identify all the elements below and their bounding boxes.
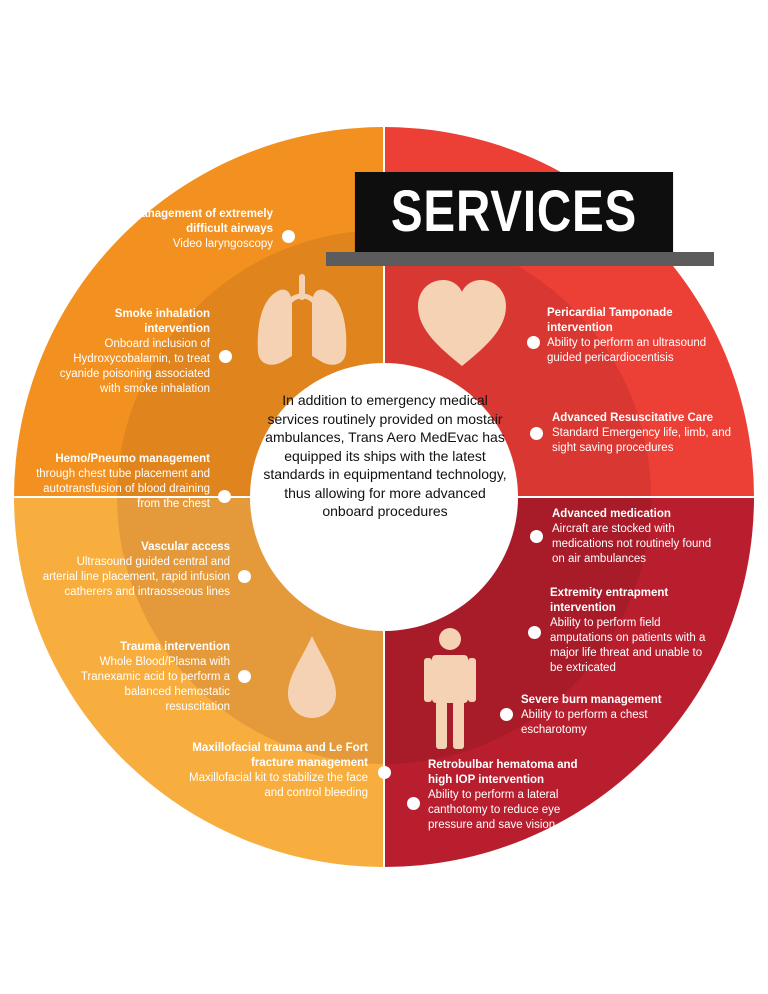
service-title: Pericardial Tamponade intervention [547, 307, 673, 334]
service-title: Retrobulbar hematoma and high IOP interv… [428, 759, 578, 786]
service-smoke: Smoke inhalation intervention Onboard in… [50, 307, 210, 397]
dot-medication [530, 530, 543, 543]
dot-maxillofacial [378, 766, 391, 779]
dot-extremity [528, 626, 541, 639]
service-title: Vascular access [141, 541, 230, 553]
service-desc: Ability to perform an ultrasound guided … [547, 337, 707, 364]
service-resuscitative: Advanced Resuscitative Care Standard Eme… [552, 411, 742, 456]
lungs-icon [257, 274, 347, 365]
service-retrobulbar: Retrobulbar hematoma and high IOP interv… [428, 758, 603, 833]
drop-icon [288, 636, 336, 718]
dot-resuscitative [530, 427, 543, 440]
service-title: Trauma intervention [120, 641, 230, 653]
service-title: Extremity entrapment intervention [550, 587, 669, 614]
service-title: Severe burn management [521, 694, 662, 706]
service-desc: Whole Blood/Plasma with Tranexamic acid … [80, 656, 230, 713]
service-title: Smoke inhalation intervention [114, 308, 210, 335]
dot-airways [282, 230, 295, 243]
service-title: Management of extremely difficult airway… [131, 208, 273, 235]
service-desc: Aircraft are stocked with medications no… [552, 523, 712, 565]
service-desc: Ability to perform a lateral canthotomy … [428, 789, 561, 831]
center-circle [250, 363, 518, 631]
service-title: Maxillofacial trauma and Le Fort fractur… [192, 742, 368, 769]
service-desc: Onboard inclusion of Hydroxycobalamin, t… [59, 338, 210, 395]
service-desc: through chest tube placement and autotra… [36, 468, 210, 510]
service-desc: Video laryngoscopy [172, 238, 273, 250]
service-pericardial: Pericardial Tamponade intervention Abili… [547, 306, 707, 366]
service-maxillofacial: Maxillofacial trauma and Le Fort fractur… [188, 741, 368, 801]
dot-retrobulbar [407, 797, 420, 810]
dot-vascular [238, 570, 251, 583]
service-hemo: Hemo/Pneumo management through chest tub… [20, 452, 210, 512]
service-airways: Management of extremely difficult airway… [113, 207, 273, 252]
heart-icon [418, 280, 506, 366]
dot-burn [500, 708, 513, 721]
service-desc: Standard Emergency life, limb, and sight… [552, 427, 731, 454]
service-extremity: Extremity entrapment intervention Abilit… [550, 586, 715, 676]
service-desc: Ultrasound guided central and arterial l… [42, 556, 230, 598]
service-title: Hemo/Pneumo management [55, 453, 210, 465]
service-medication: Advanced medication Aircraft are stocked… [552, 507, 712, 567]
center-description: In addition to emergency medical service… [263, 392, 507, 519]
service-desc: Maxillofacial kit to stabilize the face … [189, 772, 368, 799]
service-burn: Severe burn management Ability to perfor… [521, 693, 691, 738]
service-desc: Ability to perform field amputations on … [550, 617, 706, 674]
service-title: Advanced Resuscitative Care [552, 412, 714, 424]
dot-pericardial [527, 336, 540, 349]
dot-hemo [218, 490, 231, 503]
service-trauma: Trauma intervention Whole Blood/Plasma w… [60, 640, 230, 715]
service-vascular: Vascular access Ultrasound guided centra… [40, 540, 230, 600]
dot-trauma [238, 670, 251, 683]
dot-smoke [219, 350, 232, 363]
service-title: Advanced medication [552, 508, 671, 520]
banner-shadow [326, 252, 714, 266]
person-icon [424, 628, 476, 749]
services-banner: SERVICES [354, 172, 674, 252]
service-desc: Ability to perform a chest escharotomy [521, 709, 648, 736]
